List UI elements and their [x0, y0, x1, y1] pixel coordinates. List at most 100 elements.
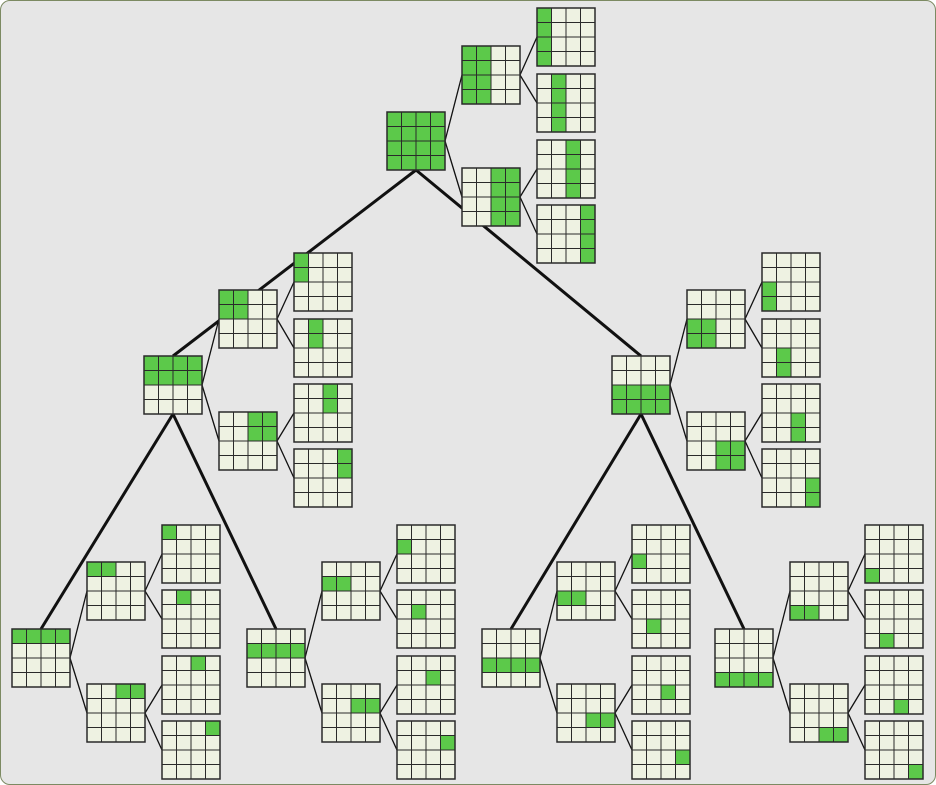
empty-cell: [308, 267, 324, 283]
empty-cell: [40, 657, 56, 673]
filled-cell: [187, 355, 203, 371]
empty-cell: [536, 233, 552, 249]
empty-cell: [893, 633, 909, 649]
empty-cell: [350, 727, 366, 743]
empty-cell: [893, 568, 909, 584]
empty-cell: [130, 561, 146, 577]
empty-cell: [864, 618, 880, 634]
empty-cell: [790, 362, 806, 378]
grid-border: [461, 45, 521, 105]
empty-cell: [115, 712, 131, 728]
cluster-edge: [201, 318, 220, 386]
empty-cell: [161, 604, 177, 620]
empty-cell: [130, 727, 146, 743]
empty-cell: [646, 633, 662, 649]
empty-cell: [580, 183, 596, 199]
empty-cell: [161, 749, 177, 765]
empty-cell: [565, 22, 581, 38]
empty-cell: [275, 628, 291, 644]
empty-cell: [893, 604, 909, 620]
cluster-edge: [304, 590, 323, 659]
empty-cell: [440, 720, 456, 736]
cluster-edge: [304, 657, 323, 714]
empty-cell: [556, 698, 572, 714]
cluster-edge: [519, 74, 538, 104]
empty-cell: [440, 684, 456, 700]
empty-cell: [789, 576, 805, 592]
empty-cell: [261, 657, 277, 673]
cluster-edge: [379, 553, 398, 592]
tree-edge: [39, 413, 175, 630]
empty-cell: [631, 524, 647, 540]
empty-cell: [908, 684, 924, 700]
empty-cell: [790, 318, 806, 334]
empty-cell: [580, 22, 596, 38]
empty-cell: [205, 633, 221, 649]
empty-cell: [551, 219, 567, 235]
empty-cell: [818, 605, 834, 621]
filled-cell: [401, 126, 417, 142]
empty-cell: [205, 670, 221, 686]
empty-cell: [818, 683, 834, 699]
empty-cell: [536, 73, 552, 89]
empty-cell: [190, 720, 206, 736]
empty-cell: [571, 712, 587, 728]
empty-cell: [86, 698, 102, 714]
empty-cell: [729, 643, 745, 659]
filled-cell: [461, 74, 477, 90]
empty-cell: [743, 628, 759, 644]
empty-cell: [536, 154, 552, 170]
empty-cell: [660, 670, 676, 686]
empty-cell: [864, 633, 880, 649]
empty-cell: [308, 362, 324, 378]
empty-cell: [440, 524, 456, 540]
empty-cell: [337, 383, 353, 399]
empty-cell: [190, 633, 206, 649]
empty-cell: [660, 568, 676, 584]
empty-cell: [790, 347, 806, 363]
empty-cell: [176, 735, 192, 751]
filled-cell: [611, 384, 627, 400]
grid-node-right-b2: [761, 448, 821, 508]
empty-cell: [336, 605, 352, 621]
empty-cell: [655, 370, 671, 386]
empty-cell: [365, 605, 381, 621]
empty-cell: [833, 712, 849, 728]
empty-cell: [818, 576, 834, 592]
filled-cell: [505, 182, 521, 198]
empty-cell: [646, 735, 662, 751]
filled-cell: [571, 590, 587, 606]
empty-cell: [190, 524, 206, 540]
empty-cell: [761, 362, 777, 378]
filled-cell: [476, 60, 492, 76]
empty-cell: [525, 628, 541, 644]
filled-cell: [293, 267, 309, 283]
empty-cell: [308, 398, 324, 414]
empty-cell: [715, 411, 731, 427]
empty-cell: [776, 398, 792, 414]
filled-cell: [218, 289, 234, 305]
empty-cell: [365, 712, 381, 728]
empty-cell: [205, 655, 221, 671]
empty-cell: [233, 440, 249, 456]
grid-border: [536, 139, 596, 199]
empty-cell: [158, 384, 174, 400]
grid-border: [161, 720, 221, 780]
empty-cell: [551, 233, 567, 249]
empty-cell: [275, 672, 291, 688]
empty-cell: [115, 576, 131, 592]
grid-border: [161, 524, 221, 584]
empty-cell: [350, 605, 366, 621]
filled-cell: [864, 568, 880, 584]
empty-cell: [879, 524, 895, 540]
empty-cell: [556, 576, 572, 592]
empty-cell: [804, 683, 820, 699]
empty-cell: [729, 628, 745, 644]
empty-cell: [805, 463, 821, 479]
empty-cell: [761, 333, 777, 349]
cluster-edge: [744, 281, 763, 320]
empty-cell: [790, 252, 806, 268]
grid-border: [86, 683, 146, 743]
empty-cell: [26, 643, 42, 659]
empty-cell: [262, 318, 278, 334]
